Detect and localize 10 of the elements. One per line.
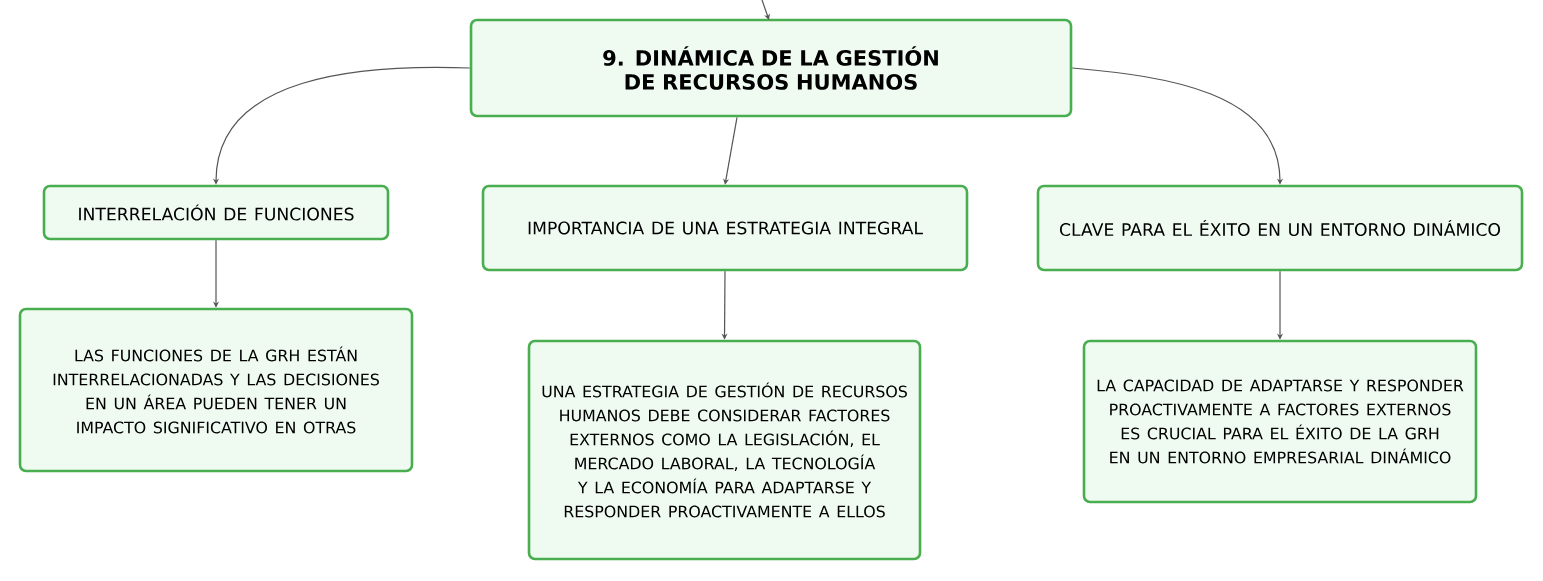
subtopic-box: IMPORTANCIA DE UNA ESTRATEGIA INTEGRAL [481, 184, 969, 272]
subtopic-box: INTERRELACIÓN DE FUNCIONES [42, 184, 390, 241]
subtopic-box: CLAVE PARA EL ÉXITO EN UN ENTORNO DINÁMICO [1036, 184, 1524, 272]
detail-box: UNA ESTRATEGIA DE GESTIÓN DE RECURSOS HUMANOS DEBE CONSIDERAR FACTORES EXTERNOS COMO LA LEGISLACIÓN, EL MERCADO LABORAL, LA TECNOLOGÍA Y LA ECONOMÍA PARA ADAPTARSE Y RESPONDER PROACTIVAMENTE A ELLOS [527, 339, 922, 561]
detail-box: LA CAPACIDAD DE ADAPTARSE Y RESPONDER PROACTIVAMENTE A FACTORES EXTERNOS ES CRUCIAL PARA EL ÉXITO DE LA GRH EN UN ENTORNO EMPRESARIAL DINÁMICO [1082, 339, 1478, 504]
arrow [1071, 67, 1284, 185]
arrow [761, 0, 770, 20]
arrow [723, 116, 738, 185]
topic-box: 9. DINÁMICA DE LA GESTIÓN DE RECURSOS HUMANOS [469, 18, 1073, 118]
detail-box: LAS FUNCIONES DE LA GRH ESTÁN INTERRELACIONADAS Y LAS DECISIONES EN UN ÁREA PUEDEN TENER UN IMPACTO SIGNIFICATIVO EN OTRAS [18, 307, 414, 473]
